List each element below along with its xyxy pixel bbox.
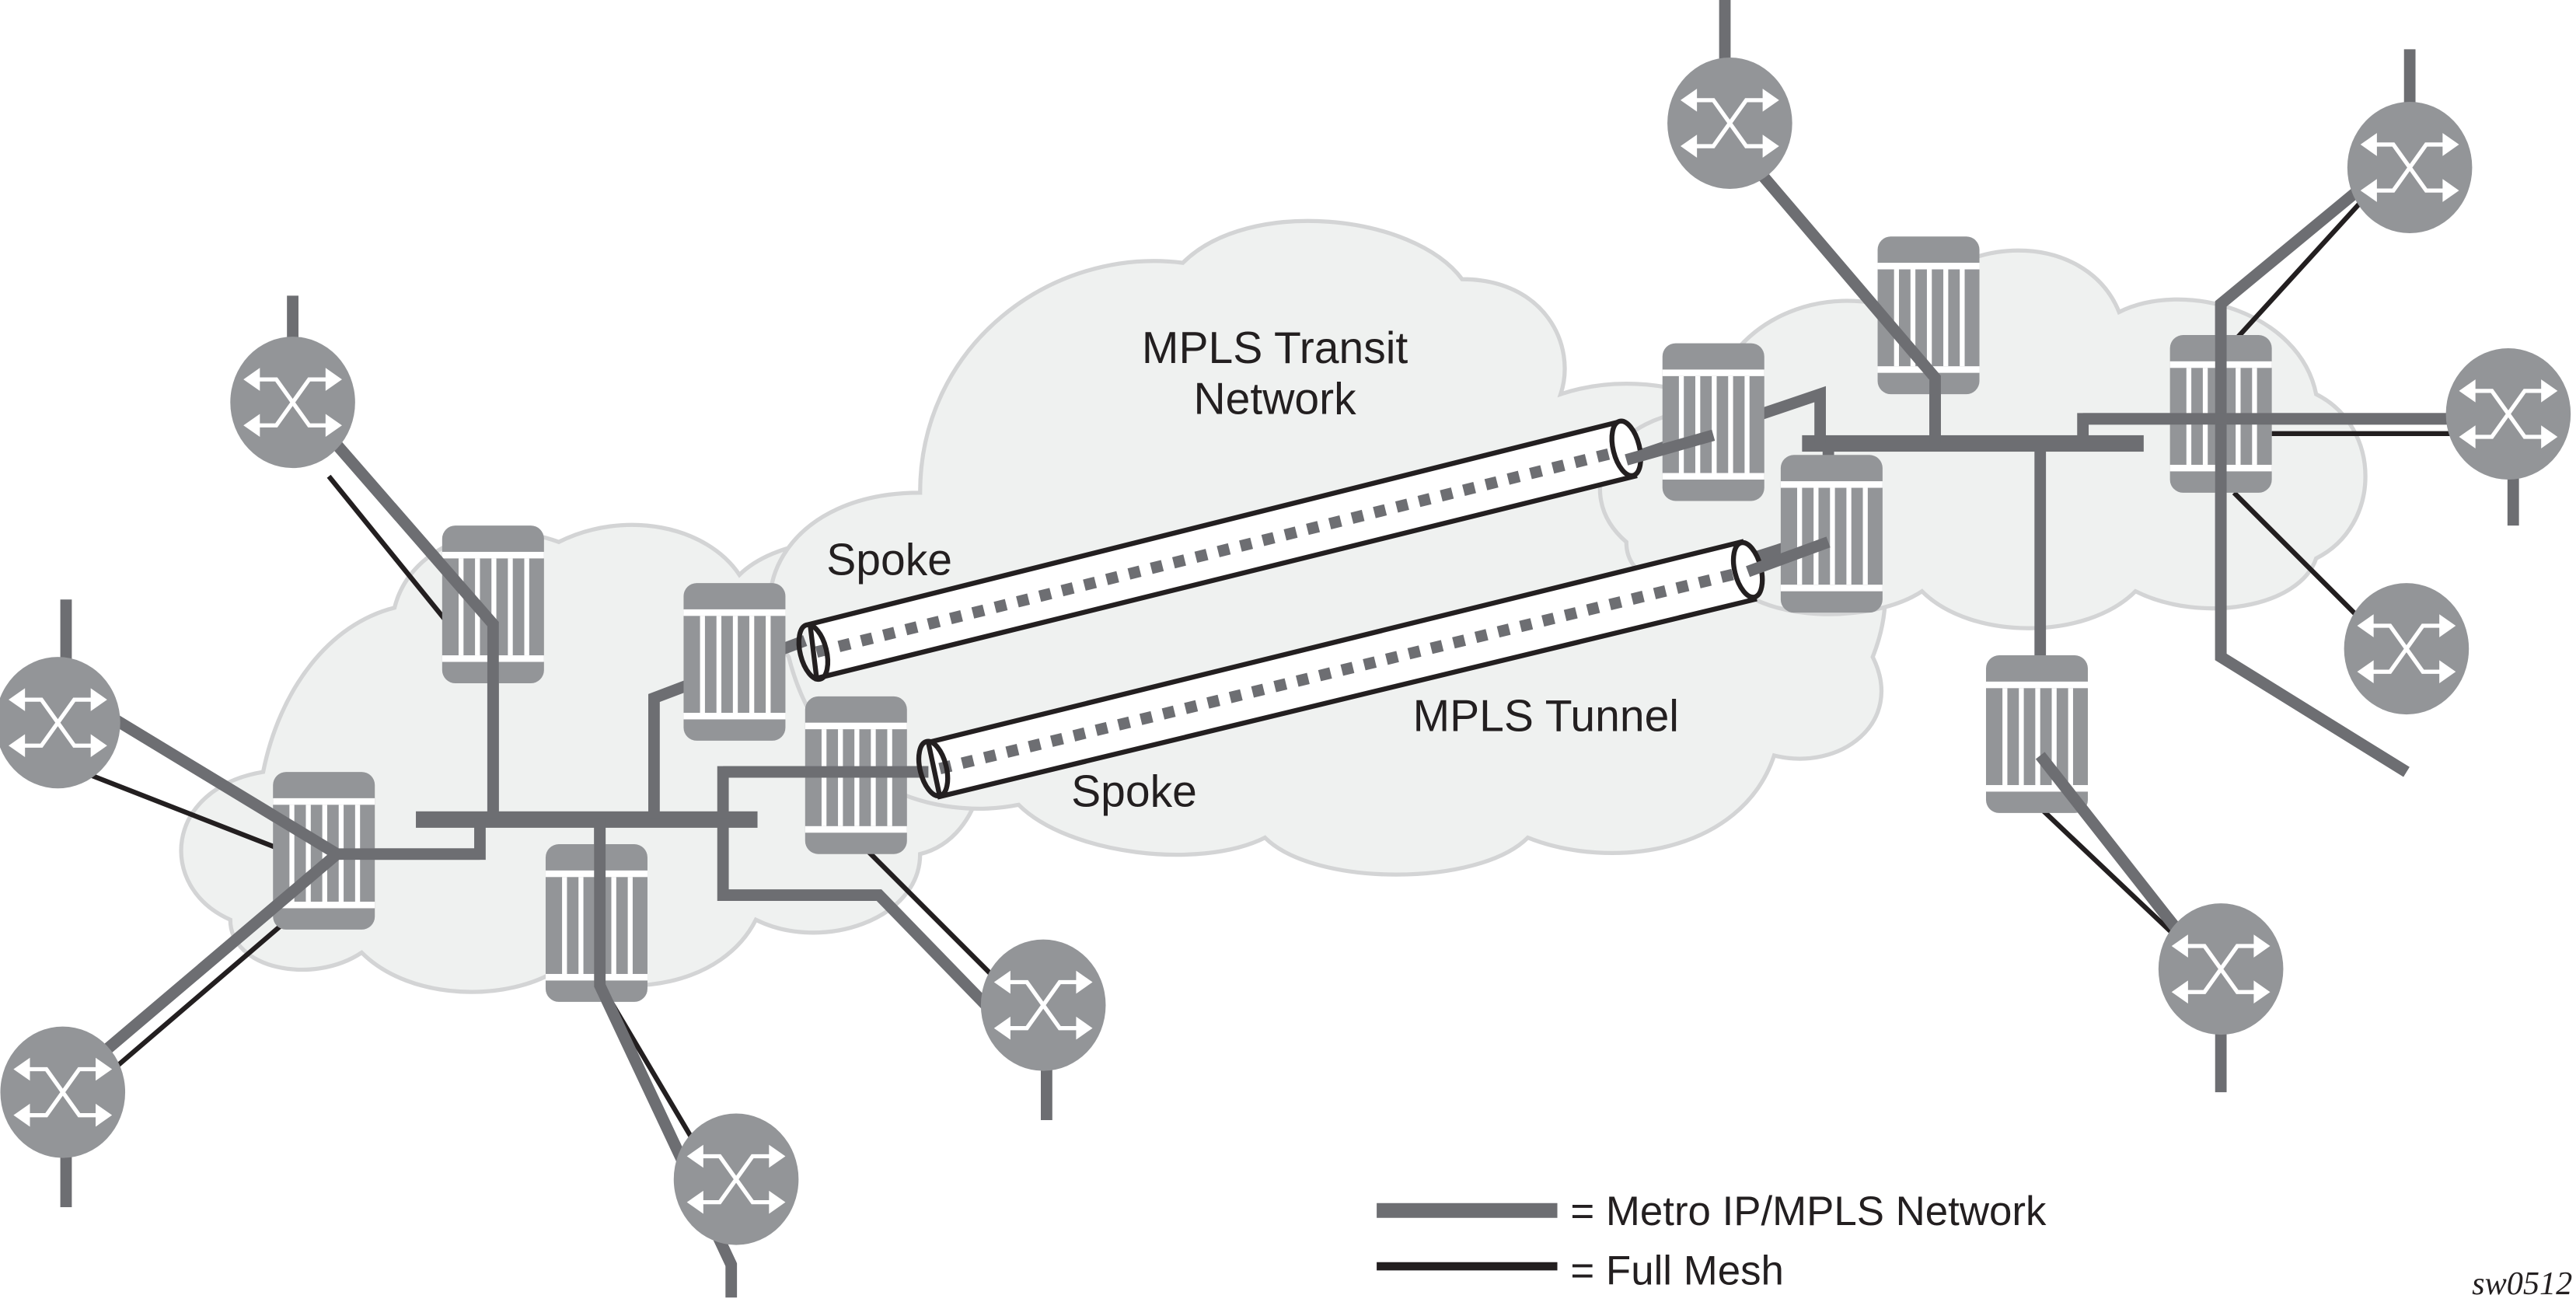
tunnel-label: MPLS Tunnel [1413,691,1679,741]
ce-left-3 [0,1027,125,1158]
ce-right-2 [2347,102,2473,233]
legend-metro-label: = Metro IP/MPLS Network [1570,1189,2047,1234]
ce-left-1 [230,337,355,468]
ce-right-5 [2159,903,2284,1035]
ce-left-5 [981,940,1106,1071]
ce-right-4 [2344,583,2470,714]
figure-id: sw0512 [2472,1265,2572,1302]
legend-mesh-label: = Full Mesh [1570,1248,1783,1293]
cloud-label-line1: MPLS Transit [1142,323,1408,373]
ce-left-4 [674,1114,799,1245]
ce-right-1 [1667,58,1792,189]
pe-left-2 [683,583,786,741]
mpls-tunnel-lower [916,539,1765,800]
legend: = Metro IP/MPLS Network = Full Mesh [1377,1189,2047,1293]
ce-left-2 [0,657,120,788]
pe-right-3 [1780,455,1883,613]
spoke-label-upper: Spoke [826,536,952,585]
spoke-label-lower: Spoke [1071,766,1197,816]
pe-right-1 [1662,343,1764,501]
cloud-label-line2: Network [1194,374,1357,424]
tunnel-stubs [1625,429,1831,578]
ce-right-3 [2446,348,2571,480]
